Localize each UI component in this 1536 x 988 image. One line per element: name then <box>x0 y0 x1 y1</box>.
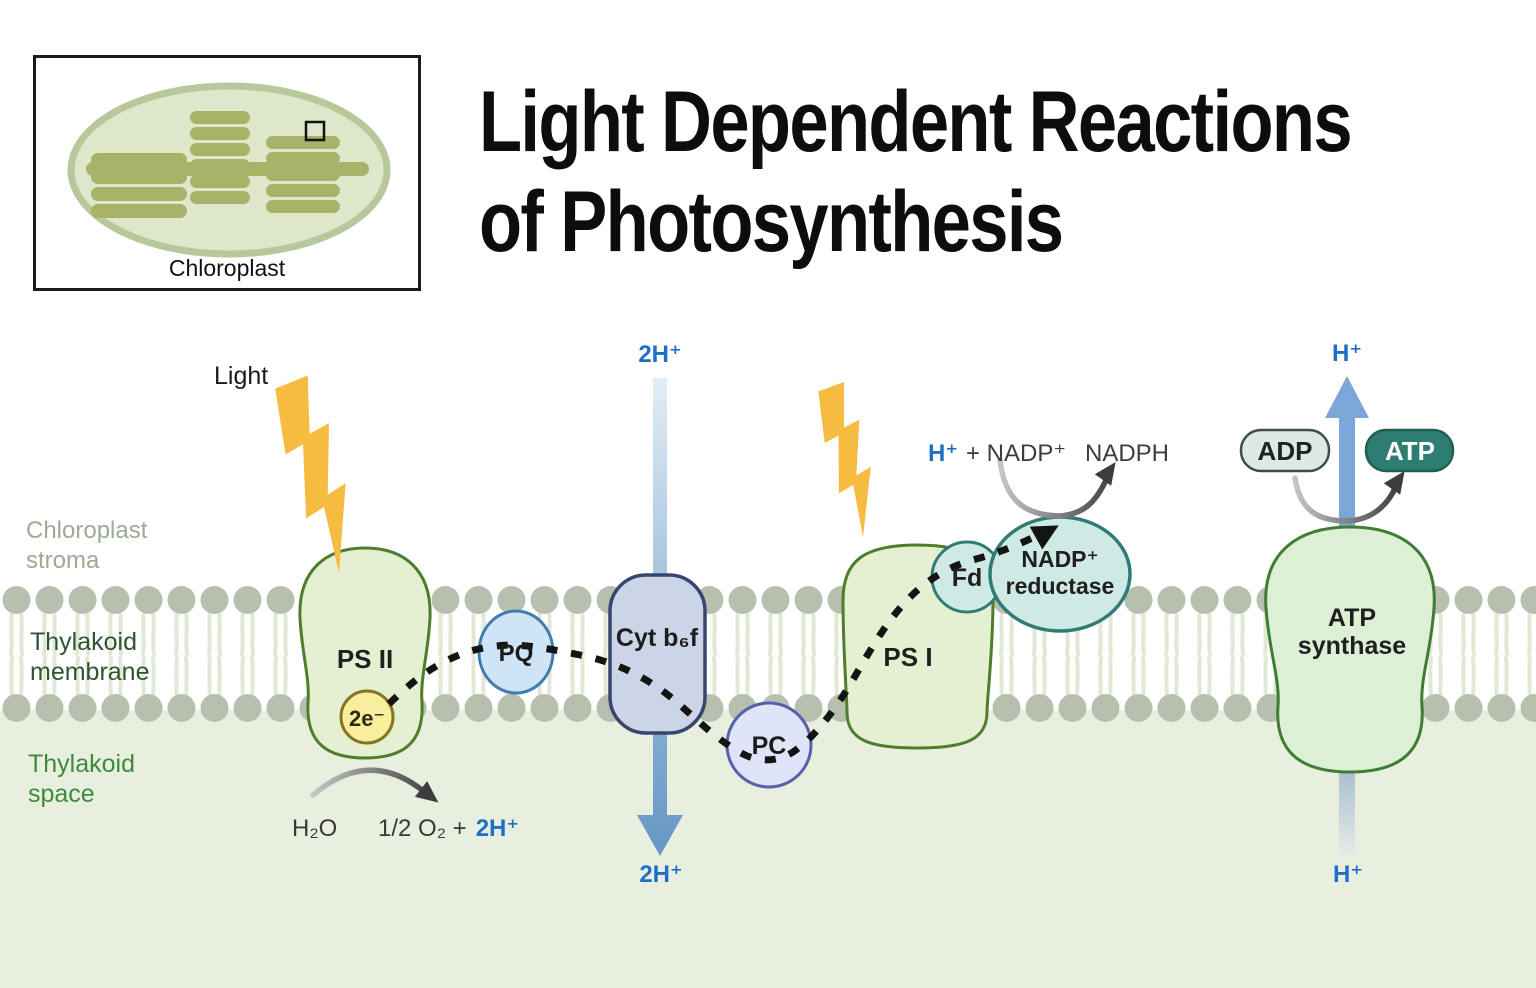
ps2-complex <box>298 546 432 760</box>
proton-flow-up-tail <box>1339 772 1355 856</box>
adp-label: ADP <box>1258 436 1313 466</box>
atp-pill <box>1364 428 1455 473</box>
proton-product-label: 2H⁺ <box>476 815 519 842</box>
chloroplast-inset-label: Chloroplast <box>168 255 286 281</box>
membrane-label-line1: Thylakoid <box>30 628 137 656</box>
ps1-label: PS I <box>883 642 932 672</box>
nadp-substrate-proton: H⁺ <box>928 440 958 467</box>
proton-pumped-bottom-label: 2H⁺ <box>639 861 682 888</box>
water-products-label: 1/2 O₂ + 2H⁺ <box>378 815 519 842</box>
granum-right <box>266 136 340 213</box>
pq-label: PQ <box>499 640 534 667</box>
adp-to-atp-arrowhead-icon <box>1383 470 1405 495</box>
lightning-bolt-ps2-icon <box>275 375 346 574</box>
ps2-label: PS II <box>337 644 393 674</box>
membrane-label-line2: membrane <box>30 658 150 686</box>
nadp-reductase-label-line2: reductase <box>1006 573 1115 599</box>
adp-to-atp-arrow <box>1292 475 1399 524</box>
adp-pill <box>1239 428 1331 473</box>
water-split-arrow <box>310 767 425 798</box>
proton-atp-top-label: H⁺ <box>1332 340 1362 367</box>
space-label-line2: space <box>28 780 95 808</box>
zoom-region-marker <box>304 120 326 142</box>
atp-synthase-label-line1: ATP <box>1328 604 1376 632</box>
atp-synthase-label-line2: synthase <box>1298 632 1406 660</box>
granum-middle <box>190 111 250 204</box>
proton-flow-up-arrow <box>1325 376 1369 592</box>
page-title: Light Dependent Reactions of Photosynthe… <box>479 72 1353 272</box>
nadp-substrate-nadp: + NADP⁺ <box>966 440 1066 467</box>
proton-pumped-top-label: 2H⁺ <box>638 341 681 368</box>
chloroplast-illustration <box>67 82 391 258</box>
cytb6f-label: Cyt b₆f <box>616 624 699 652</box>
electron-path <box>386 532 1038 764</box>
water-label: H₂O <box>292 815 337 842</box>
oxygen-label: 1/2 O₂ + <box>378 815 467 842</box>
electron-pair-label: 2e⁻ <box>349 706 385 731</box>
nadp-substrate-label: H⁺ + NADP⁺ <box>928 440 1066 467</box>
cytb6f-complex <box>608 573 707 735</box>
water-split-arrowhead-icon <box>414 781 439 803</box>
atp-synthase-complex <box>1264 525 1436 774</box>
page-title-line2: of Photosynthesis <box>479 174 1064 270</box>
light-label: Light <box>214 362 268 390</box>
lightning-bolt-ps1-icon <box>818 381 871 537</box>
granum-left <box>91 153 187 218</box>
nadph-formation-arrow <box>997 457 1110 519</box>
pc-label: PC <box>752 732 787 760</box>
electron-pair-circle <box>339 689 395 745</box>
nadp-reductase-label-line1: NADP⁺ <box>1021 546 1098 572</box>
nadph-label: NADPH <box>1085 440 1169 467</box>
atp-label: ATP <box>1385 436 1435 466</box>
stroma-label-line1: Chloroplast <box>26 517 148 544</box>
proton-atp-bottom-label: H⁺ <box>1333 861 1363 888</box>
fd-label: Fd <box>952 564 983 592</box>
page-title-line1: Light Dependent Reactions <box>479 74 1353 170</box>
chloroplast-inset: Chloroplast <box>33 55 421 291</box>
electron-path-arrowhead-icon <box>1029 525 1059 550</box>
nadph-formation-arrowhead-icon <box>1094 461 1116 486</box>
space-label-line1: Thylakoid <box>28 750 135 778</box>
stroma-label-line2: stroma <box>26 547 100 574</box>
